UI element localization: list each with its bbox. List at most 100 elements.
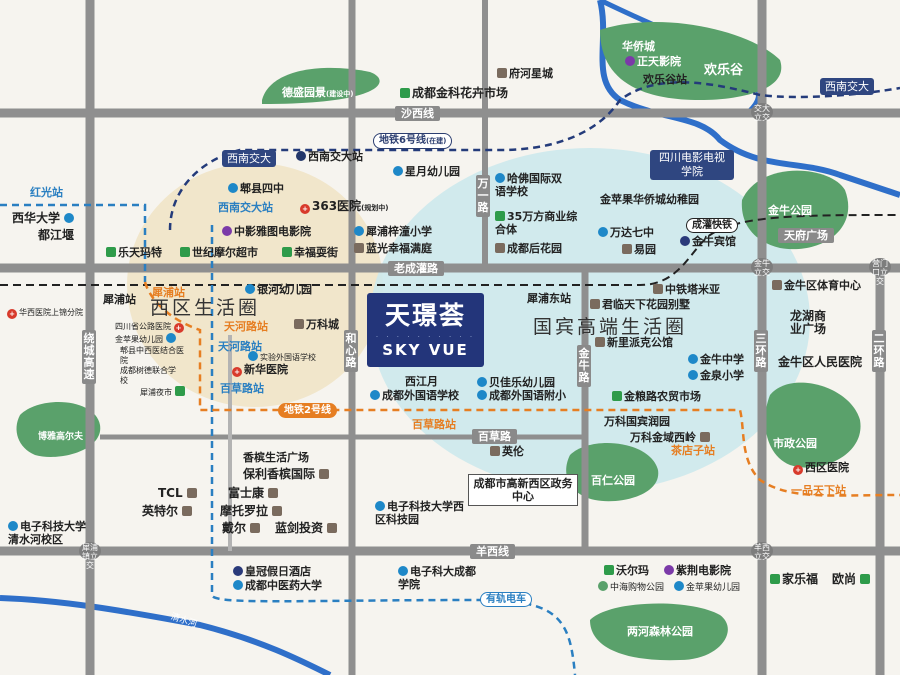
poi-wanke-guobin[interactable]: 万科国宾润园 [604, 415, 670, 428]
poi-jinlu[interactable]: 金粮路农贸市场 [612, 390, 701, 403]
poi-gaoxin[interactable]: 成都市高新西区政务中心 [468, 474, 578, 506]
station-xijiaoda-blue[interactable]: 西南交大站 [218, 201, 273, 214]
poi-xinhua[interactable]: +新华医院 [232, 363, 288, 377]
station-hongguang[interactable]: 红光站 [30, 186, 63, 199]
poi-huaxi[interactable]: +华西医院上锦分院 [7, 306, 83, 319]
poi-dianzi[interactable]: 电子科技大学西区科技园 [375, 500, 464, 526]
shop-icon [282, 247, 292, 257]
cinema-icon [664, 565, 674, 575]
poi-fushikang[interactable]: 富士康 [228, 487, 280, 500]
poi-hafo[interactable]: 哈佛国际双语学校 [495, 172, 562, 198]
station-yipin[interactable]: 一品天下站 [791, 484, 846, 497]
poi-languang[interactable]: 蓝光幸福满庭 [354, 242, 432, 255]
road-shaxi: 沙西线 [395, 106, 440, 121]
poi-xinli[interactable]: 新里派克公馆 [595, 336, 673, 349]
poi-jinniu-zhongxue[interactable]: 金牛中学 [688, 353, 744, 366]
poi-wanke-jinyu[interactable]: 万科金域西岭 [630, 431, 712, 444]
poi-jinniu-tiyu[interactable]: 金牛区体育中心 [772, 279, 861, 292]
school-icon [495, 173, 505, 183]
project-logo[interactable]: 天璟荟 · · · · · · · · · · SKY VUE [367, 293, 484, 367]
station-baicao[interactable]: 百草路站 [412, 418, 456, 431]
poi-lele[interactable]: 乐天玛特 [106, 246, 162, 259]
node-yangxi-lijiao: 羊西立交 [751, 542, 773, 561]
poi-junlin[interactable]: 君临天下花园别墅 [590, 298, 690, 311]
metro6-label: 地铁6号线(在建) [373, 133, 453, 149]
poi-baoli[interactable]: 保利香槟国际 [243, 468, 331, 481]
poi-xiqu-yiyuan[interactable]: +西区医院 [793, 461, 849, 475]
river-north [597, 0, 900, 198]
poi-jinpingguo2[interactable]: 金苹果幼儿园 [674, 581, 740, 595]
metro-line-6 [168, 81, 900, 231]
poi-zhongtie[interactable]: 中铁塔米亚 [653, 283, 720, 296]
poi-yy363[interactable]: +363医院(规划中) [300, 200, 388, 215]
poi-jinpingguo[interactable]: 金苹果华侨城幼稚园 [600, 193, 699, 206]
poi-dianzi-chengdu[interactable]: 电子科大成都学院 [398, 565, 476, 591]
poi-daier[interactable]: 戴尔 [222, 522, 262, 535]
poi-fuhe[interactable]: 府河星城 [497, 67, 553, 80]
poi-zhongyiyao[interactable]: 成都中医药大学 [233, 579, 322, 592]
poi-wanke[interactable]: 万科城 [294, 318, 339, 331]
poi-waiguoyu-fu[interactable]: 成都外国语附小 [477, 389, 566, 402]
poi-xiangbin[interactable]: 香槟生活广场 [243, 451, 309, 464]
poi-wanda[interactable]: 万达七中 [598, 226, 654, 239]
station-tianhe-blue[interactable]: 天河路站 [218, 340, 262, 353]
poi-pixian-zhongxi[interactable]: 郫县中西医结合医院 [120, 346, 184, 365]
poi-woerma[interactable]: 沃尔玛 [604, 564, 649, 577]
poi-xijiangyue[interactable]: 西江月 [405, 375, 438, 388]
station-xipu-east[interactable]: 犀浦东站 [527, 292, 571, 305]
road-jinniu: 金牛路 [577, 345, 591, 387]
poi-tcl[interactable]: TCL [158, 487, 199, 500]
poi-jinguoguo[interactable]: 金苹果幼儿园 [115, 333, 178, 346]
poi-huangguan[interactable]: 皇冠假日酒店 [233, 565, 311, 578]
poi-chenghou[interactable]: 成都后花园 [495, 242, 562, 255]
poi-zijing[interactable]: 紫荆电影院 [664, 564, 731, 577]
building-icon [272, 506, 283, 516]
station-xijiaoda-metro[interactable]: 西南交大站 [296, 150, 363, 163]
station-tianhe[interactable]: 天河路站 [224, 320, 268, 333]
poi-yinglun[interactable]: 英伦 [490, 445, 524, 458]
east-zone-label: 国宾高端生活圈 [533, 316, 688, 338]
poi-oushang[interactable]: 欧尚 [832, 573, 872, 586]
poi-jialefu[interactable]: 家乐福 [770, 573, 818, 586]
supermarket-icon [180, 247, 190, 257]
poi-longhu[interactable]: 龙湖商业广场 [790, 309, 827, 336]
poi-shiji[interactable]: 世纪摩尔超市 [180, 246, 258, 259]
poi-yiyuan[interactable]: 易园 [622, 243, 656, 256]
building-icon [699, 432, 710, 442]
poi-zhongying[interactable]: 中影雅图电影院 [222, 225, 311, 238]
poi-jinke[interactable]: 成都金科花卉市场 [400, 87, 508, 100]
poi-jinniu-renmin[interactable]: 金牛区人民医院 [778, 355, 863, 369]
station-xipu-orange[interactable]: 犀浦站 [152, 286, 185, 299]
station-huanlegu[interactable]: 欢乐谷站 [643, 73, 687, 86]
poi-motuo[interactable]: 摩托罗拉 [220, 505, 284, 518]
road-raocheng: 绕城高速 [82, 330, 96, 384]
poi-xingyue[interactable]: 星月幼儿园 [393, 165, 460, 178]
station-baicaolu-blue[interactable]: 百草路站 [220, 382, 264, 395]
poi-wanfang[interactable]: 35万方商业综合体 [495, 210, 578, 236]
poi-xingfu[interactable]: 幸福耍街 [282, 246, 338, 259]
poi-yingteer[interactable]: 英特尔 [142, 505, 194, 518]
poi-huaqiao[interactable]: 华侨城 [622, 40, 655, 53]
station-xipu[interactable]: 犀浦站 [103, 293, 136, 306]
poi-zhengtian[interactable]: 正天影院 [625, 55, 681, 68]
poi-beijia[interactable]: 贝佳乐幼儿园 [477, 376, 555, 389]
station-chaguanzi[interactable]: 茶店子站 [671, 444, 715, 457]
poi-shude[interactable]: 成都树德联合学校 [120, 366, 176, 385]
park-huanlegu: 欢乐谷 [704, 63, 744, 78]
logo-en: SKY VUE [382, 341, 469, 359]
poi-jinniu-hotel[interactable]: 金牛宾馆 [680, 235, 736, 248]
poi-waiguoyu[interactable]: 成都外国语学校 [370, 389, 459, 402]
poi-xipuyeshi[interactable]: 犀浦夜市 [140, 386, 187, 399]
poi-shiyan[interactable]: 实验外国语学校 [248, 351, 316, 364]
poi-yinhe[interactable]: 银河幼儿园 [245, 283, 312, 296]
poi-pixian[interactable]: 郫县四中 [228, 182, 284, 195]
poi-xihua[interactable]: 西华大学 [12, 212, 76, 225]
poi-dianzi-qingshui[interactable]: 电子科技大学清水河校区 [8, 520, 86, 546]
poi-lanjian[interactable]: 蓝剑投资 [275, 522, 339, 535]
poi-zhonghai[interactable]: 中海购物公园 [598, 581, 664, 595]
poi-sichuan-gonglu[interactable]: 四川省公路医院 + [115, 320, 186, 333]
poi-jinquan[interactable]: 金泉小学 [688, 369, 744, 382]
poi-xipuzhang[interactable]: 犀浦梓潼小学 [354, 225, 432, 238]
building-icon [772, 280, 782, 290]
